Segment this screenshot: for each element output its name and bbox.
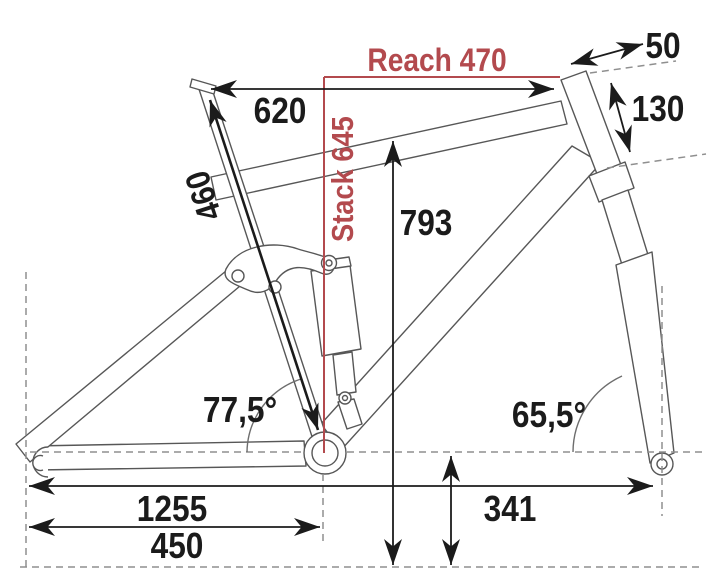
chain-stay [32,440,307,471]
shock-upper-axle [325,259,333,267]
chainstay-label: 450 [151,526,204,566]
dimension-lines [29,42,653,565]
stem-label: 50 [645,26,680,66]
bb-height-label: 341 [484,489,537,529]
stem-dim-arrow [570,42,644,66]
fork-lower-leg [615,251,675,464]
head-tube-top-extension [589,60,677,74]
reference-lines [20,60,707,568]
standover-label: 793 [400,203,453,243]
shock-body [310,264,362,357]
head-angle-label: 65,5° [512,395,586,435]
rear-dropout-inner [32,454,44,472]
shock-clevis-axle [341,394,349,402]
shock-shaft [332,351,357,396]
accent-lines [323,76,560,453]
top-tube-label: 620 [254,91,307,131]
rocker-pivot-front [231,269,245,283]
head-tube-label: 130 [632,89,685,129]
wheelbase-label: 1255 [137,489,207,529]
seat-stay [15,265,247,463]
stack-label: Stack 645 [326,116,360,242]
head-angle-arc [572,375,623,453]
head-tube-bottom-extension [606,153,707,169]
seat-angle-label: 77,5° [203,390,277,430]
seat-tube-dim-arrow [208,99,320,431]
head-tube-dim-arrow [609,82,632,153]
reach-label: Reach 470 [367,43,506,78]
